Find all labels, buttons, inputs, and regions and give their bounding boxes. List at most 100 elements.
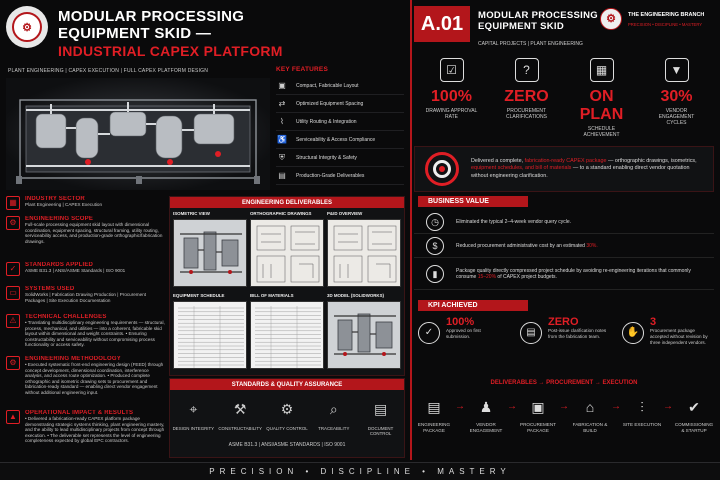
info-text: SolidWorks | Fabrication Drawing Product… [25,292,147,303]
business-value-item: ◷ Eliminated the typical 2–4-week vendor… [414,210,714,234]
crane-icon: ⌂ [585,399,595,415]
flow-arrow-icon: → [663,401,673,412]
main-title: MODULAR PROCESSING EQUIPMENT SKID — [58,8,245,42]
metric-value: 30% [660,88,693,105]
business-value-item: $ Reduced procurement administrative cos… [414,234,714,258]
metric-card: ? ZERO PROCUREMENT CLARIFICATIONS [492,58,562,140]
feature-label: Production-Grade Deliverables [296,172,365,179]
flow-arrow-icon: → [611,401,621,412]
qa-item: ⌕ TRACEABILITY [312,398,356,436]
project-code: A.01 [414,6,470,42]
shield-icon: ✓ [6,262,20,276]
bv-text: Package quality directly compressed proj… [456,267,691,280]
brand-name: THE ENGINEERING BRANCH [628,12,705,18]
info-text: Plant Engineering | CAPEX Execution [25,202,103,207]
skid-render-image [6,78,270,190]
qa-item: ▤ DOCUMENT CONTROL [359,398,403,436]
deliverable-thumbnail [327,219,401,287]
info-section: ✓ STANDARDS APPLIED ASME B31.3 | ANSI/AS… [6,262,166,284]
flow-row: ▤ ENGINEERING PACKAGE→♟ VENDOR ENGAGEMEN… [414,396,714,456]
deliverables-heading: ENGINEERING DELIVERABLES [170,197,404,208]
gear-icon: ⚙ [6,216,20,230]
business-value-item: ▮ Package quality directly compressed pr… [414,258,714,290]
kpi-value: ZERO [548,316,579,328]
flow-arrow-icon: → [455,401,465,412]
qa-footer: ASME B31.3 | ANSI/ASME STANDARDS | ISO 9… [228,442,346,448]
info-text: • Delivered a fabrication-ready CAPEX pl… [25,416,165,444]
chart-icon: ▲ [6,410,20,424]
qa-label: DESIGN INTEGRITY [172,426,215,431]
footer-tagline: PRECISION • DISCIPLINE • MASTERY [0,462,720,480]
factory-icon: ▦ [6,196,20,210]
summary-text: Delivered a complete, fabrication-ready … [471,158,697,179]
info-text: ASME B31.3 | ANSI/ASME Standards | ISO 9… [25,268,126,273]
info-heading: OPERATIONAL IMPACT & RESULTS [25,410,134,416]
brand-badge-icon: ⚙ [600,8,622,30]
clock-icon: ◷ [426,212,444,231]
deliverable-card[interactable]: EQUIPMENT SCHEDULE [173,293,247,371]
deliverable-label: P&ID OVERVIEW [327,211,363,216]
feature-item: ▤ Production-Grade Deliverables [276,167,404,185]
info-heading: INDUSTRY SECTOR [25,196,85,202]
feature-item: ⌇Utility Routing & Integration [276,113,404,131]
metric-value: ZERO [504,88,549,105]
flow-step: ⫶ SITE EXECUTION [622,396,662,428]
metric-label: DRAWING APPROVAL RATE [425,108,478,120]
info-heading: ENGINEERING METHODOLOGY [25,356,121,362]
check-circle-icon: ✔ [688,399,700,415]
deliverable-label: ORTHOGRAPHIC DRAWINGS [250,211,312,216]
dollar-icon: $ [426,236,444,255]
metric-value: ON PLAN [579,88,624,123]
info-section: ⚠ TECHNICAL CHALLENGES • Translating mul… [6,314,166,354]
feature-label: Structural Integrity & Safety [296,154,357,161]
metric-label: PROCUREMENT CLARIFICATIONS [505,108,548,120]
deliverable-card[interactable]: BILL OF MATERIALS [250,293,324,371]
key-features-panel: KEY FEATURES ▣Compact, Fabricable Layout… [276,66,404,194]
target-icon [425,152,459,186]
feature-item: ▣Compact, Fabricable Layout [276,77,404,95]
flow-label: ENGINEERING PACKAGE [417,422,451,433]
deliverable-card[interactable]: 3D MODEL (SOLIDWORKS) [327,293,401,371]
warning-icon: ⚠ [6,314,20,328]
checklist-icon: ☑ [439,58,464,82]
deliverable-thumbnail [173,301,247,369]
deliverable-label: ISOMETRIC VIEW [173,211,210,216]
flow-step: ▤ ENGINEERING PACKAGE [414,396,454,433]
qa-item: ⌖ DESIGN INTEGRITY [171,398,215,436]
header-tags: PLANT ENGINEERING | CAPEX EXECUTION | FU… [8,68,209,74]
metric-label: SCHEDULE ACHIEVEMENT [583,126,620,138]
deliverables-icon: ▤ [278,170,286,180]
metric-label: VENDOR ENGAGEMENT CYCLES [658,108,695,126]
info-section: ⚙ ENGINEERING SCOPE Full-scale processin… [6,216,166,260]
feature-item: ⇄Optimized Equipment Spacing [276,95,404,113]
deliverable-card[interactable]: ISOMETRIC VIEW [173,211,247,289]
flow-step: ⌂ FABRICATION & BUILD [570,396,610,433]
monitor-icon: ▭ [6,286,20,300]
info-section: ⚙ ENGINEERING METHODOLOGY • Executed sys… [6,356,166,408]
feature-item: ⛨Structural Integrity & Safety [276,149,404,167]
kpi-text: Post-issue clarification notes from the … [548,328,607,339]
business-value-heading: BUSINESS VALUE [418,196,528,207]
metrics-row: ☑ 100% DRAWING APPROVAL RATE ? ZERO PROCU… [414,58,714,140]
deliverable-card[interactable]: ORTHOGRAPHIC DRAWINGS [250,211,324,289]
brand-tagline: PRECISION • DISCIPLINE • MASTERY [628,22,703,27]
info-text: • Executed systematic front-end engineer… [25,362,164,395]
kpi-row: ✓ 100% Approved on first submission.▤ ZE… [414,316,714,374]
summary-panel: Delivered a complete, fabrication-ready … [414,146,714,192]
bv-text-post: of CAPEX project budgets. [496,273,557,280]
info-section: ▭ SYSTEMS USED SolidWorks | Fabrication … [6,286,166,312]
deliverable-card[interactable]: P&ID OVERVIEW [327,211,401,289]
feature-label: Serviceability & Access Compliance [296,136,376,143]
deliverables-panel: ENGINEERING DELIVERABLES ISOMETRIC VIEW … [169,196,405,376]
metric-card: ▦ ON PLAN SCHEDULE ACHIEVEMENT [567,58,637,140]
calendar-icon: ▦ [589,58,614,82]
flow-step: ♟ VENDOR ENGAGEMENT [466,396,506,433]
flow-label: SITE EXECUTION [622,422,662,427]
spacing-icon: ⇄ [278,98,286,108]
business-value-list: ◷ Eliminated the typical 2–4-week vendor… [414,210,714,294]
tools-icon: ⚒ [233,401,247,417]
kpi-text: Approved on first submission. [446,328,481,339]
flow-label: FABRICATION & BUILD [572,422,608,433]
metric-value: 100% [431,88,472,105]
flow-arrow-icon: → [559,401,569,412]
